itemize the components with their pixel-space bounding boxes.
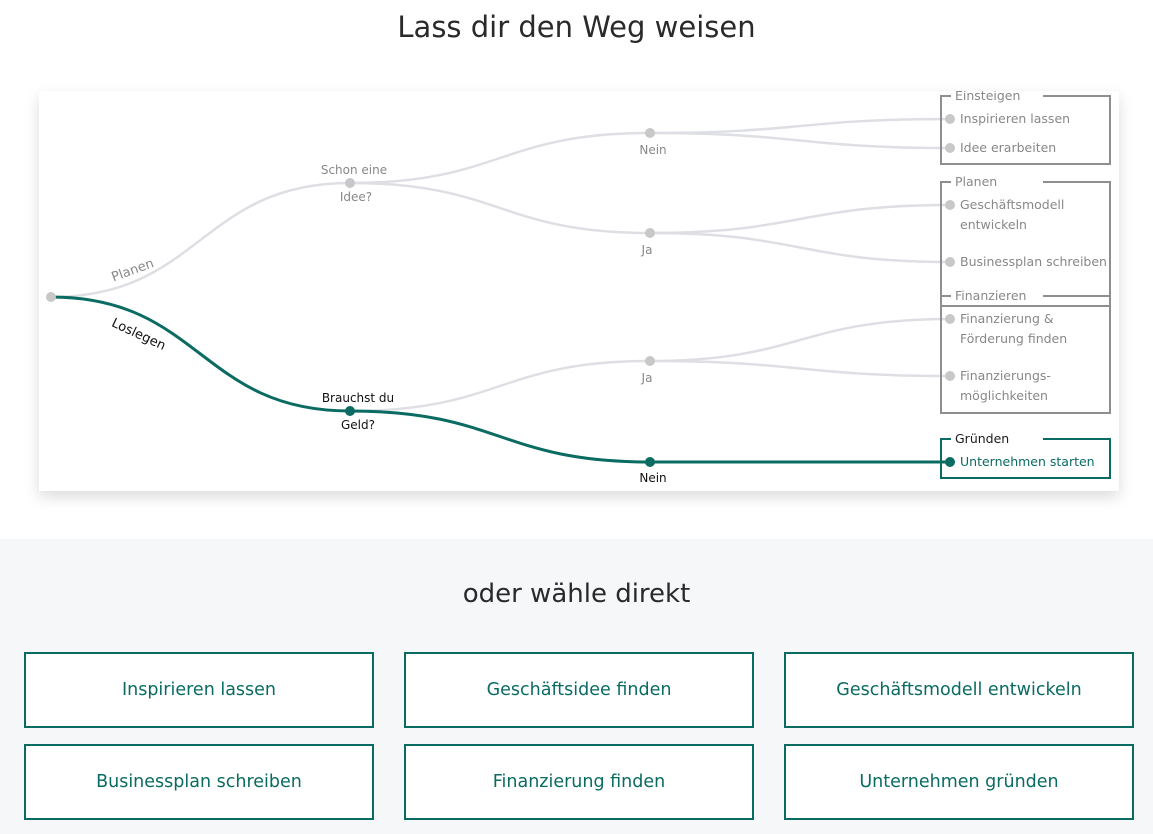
leaf-label-gruenden-0-0: Unternehmen starten (960, 454, 1095, 469)
leaf-node-einsteigen-0[interactable] (945, 114, 955, 124)
leaf-node-planen-1[interactable] (945, 257, 955, 267)
group-title-einsteigen: Einsteigen (955, 91, 1020, 103)
line-to-finanzierungsmoeglichkeiten (649, 359, 951, 378)
leaf-label-planen-0-0: Geschäftsmodell (960, 197, 1064, 212)
answer-geld-nein: Nein (639, 471, 666, 485)
node-geld-ja[interactable] (645, 356, 655, 366)
line-to-finanzierung (649, 317, 951, 363)
group-title-gap-planen (951, 174, 1043, 189)
node-idee-nein[interactable] (645, 128, 655, 138)
group-title-gap-finanzieren (951, 288, 1043, 303)
start-node[interactable] (46, 292, 56, 302)
leaf-label-finanzieren-0-1: Förderung finden (960, 331, 1067, 346)
geschaeftsidee-finden-button[interactable]: Geschäftsidee finden (404, 652, 754, 728)
finanzierung-finden-button[interactable]: Finanzierung finden (404, 744, 754, 820)
node-schon-eine-idee[interactable] (345, 178, 355, 188)
leaf-node-finanzieren-0[interactable] (945, 314, 955, 324)
line-to-idee (649, 131, 951, 150)
question-geld-line1: Brauchst du (322, 391, 394, 405)
group-title-planen: Planen (955, 174, 997, 189)
leaf-node-einsteigen-1[interactable] (945, 143, 955, 153)
answer-geld-ja: Ja (641, 371, 653, 385)
leaf-label-einsteigen-0-0: Inspirieren lassen (960, 111, 1070, 126)
line-idee-ja (349, 181, 651, 235)
leaf-node-finanzieren-1[interactable] (945, 371, 955, 381)
node-brauchst-du-geld[interactable] (345, 406, 355, 416)
leaf-label-planen-1-0: Businessplan schreiben (960, 254, 1107, 269)
leaf-label-finanzieren-1-0: Finanzierungs- (960, 368, 1051, 383)
line-geld-ja (349, 359, 651, 413)
inspirieren-lassen-button[interactable]: Inspirieren lassen (24, 652, 374, 728)
leaf-label-finanzieren-1-1: möglichkeiten (960, 388, 1048, 403)
group-title-gap-gruenden (951, 431, 1043, 446)
branch-line-planen (50, 181, 351, 299)
line-geld-nein (349, 409, 651, 464)
leaf-node-planen-0[interactable] (945, 200, 955, 210)
leaf-node-gruenden-0[interactable] (945, 457, 955, 467)
answer-idee-nein: Nein (639, 143, 666, 157)
leaf-label-finanzieren-0-0: Finanzierung & (960, 311, 1054, 326)
leaf-label-einsteigen-1-0: Idee erarbeiten (960, 140, 1056, 155)
branch-line-loslegen (50, 295, 351, 413)
group-title-finanzieren: Finanzieren (955, 288, 1026, 303)
node-idee-ja[interactable] (645, 228, 655, 238)
question-idee-line1: Schon eine (321, 163, 387, 177)
line-to-inspirieren (649, 117, 951, 135)
question-idee-line2: Idee? (340, 190, 372, 204)
line-to-geschaeftsmodell (649, 203, 951, 235)
decision-tree[interactable]: EinsteigenPlanenFinanzierenGründenPlanen… (39, 91, 1119, 491)
direct-choice-heading: oder wähle direkt (462, 579, 691, 609)
unternehmen-gruenden-button[interactable]: Unternehmen gründen (784, 744, 1134, 820)
answer-idee-ja: Ja (641, 243, 653, 257)
geschaeftsmodell-entwickeln-button[interactable]: Geschäftsmodell entwickeln (784, 652, 1134, 728)
page-title: Lass dir den Weg weisen (397, 10, 756, 44)
leaf-label-planen-0-1: entwickeln (960, 217, 1027, 232)
branch-label-loslegen: Loslegen (109, 316, 168, 354)
line-to-businessplan (649, 231, 951, 264)
businessplan-schreiben-button[interactable]: Businessplan schreiben (24, 744, 374, 820)
question-geld-line2: Geld? (341, 418, 375, 432)
group-title-gap-einsteigen (951, 91, 1043, 103)
group-title-gruenden: Gründen (955, 431, 1009, 446)
node-geld-nein[interactable] (645, 457, 655, 467)
line-idee-nein (349, 131, 651, 185)
